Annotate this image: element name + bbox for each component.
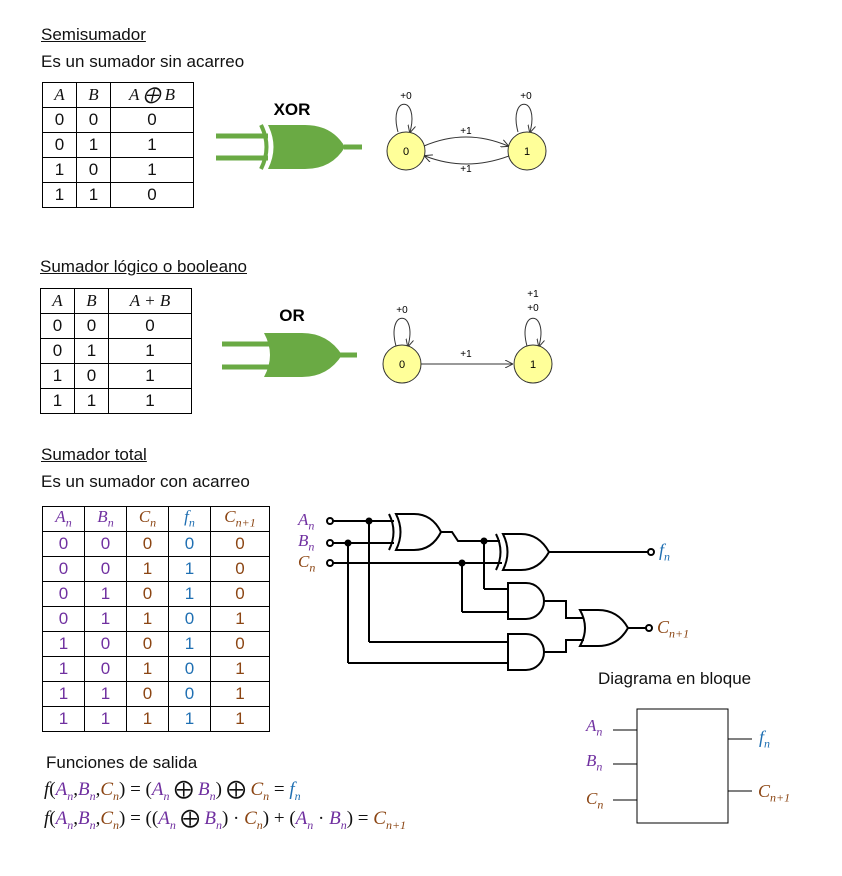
sum-function-formula: f(An,Bn,Cn) = (An ⨁ Bn) ⨁ Cn = fn	[44, 779, 301, 803]
table-cell: 1	[110, 132, 194, 158]
or-gate-label: OR	[279, 306, 305, 325]
functions-title: Funciones de salida	[46, 753, 198, 772]
table-cell: 1	[210, 681, 270, 707]
block-diagram	[613, 708, 752, 824]
table-cell: 1	[168, 581, 211, 607]
xor-gate-icon	[216, 124, 362, 170]
table-cell: 1	[74, 338, 109, 364]
table-header: B	[76, 82, 111, 108]
edge-label: +1	[460, 126, 472, 137]
terminal-a	[326, 517, 334, 525]
table-cell: 0	[84, 556, 127, 582]
state-label: 0	[399, 359, 405, 371]
table-cell: 0	[210, 631, 270, 657]
semisumador-state-diagram: +0 +0 +1 +1 0 1	[386, 91, 547, 175]
table-cell: 1	[210, 706, 270, 732]
table-cell: 1	[168, 631, 211, 657]
table-cell: 1	[84, 606, 127, 632]
block-box	[636, 708, 729, 824]
self-loop-label: +1	[527, 289, 539, 300]
state-label: 1	[530, 359, 536, 371]
state-node-0	[382, 344, 422, 384]
table-cell: 0	[110, 182, 194, 208]
xor-gate-label: XOR	[274, 100, 311, 119]
state-node-1	[507, 131, 547, 171]
full-adder-circuit	[326, 513, 655, 671]
block-diagram-title: Diagrama en bloque	[598, 669, 752, 688]
block-input-c-label: Cn	[586, 789, 604, 812]
edge-label: +1	[460, 164, 472, 175]
terminal-b	[326, 539, 334, 547]
table-cell: 0	[84, 531, 127, 557]
circuit-input-b-label: Bn	[298, 531, 315, 554]
state-node-1	[513, 344, 553, 384]
logico-title: Sumador lógico o booleano	[40, 257, 247, 276]
table-cell: 0	[108, 313, 192, 339]
state-label: 1	[524, 146, 530, 158]
table-cell: 1	[210, 606, 270, 632]
table-cell: 1	[108, 363, 192, 389]
table-cell: 0	[40, 313, 75, 339]
self-loop-label: +0	[400, 91, 412, 102]
table-cell: 1	[108, 388, 192, 414]
circuit-output-f-label: fn	[659, 540, 671, 564]
table-cell: 0	[84, 631, 127, 657]
table-cell: 0	[168, 656, 211, 682]
self-loop-label: +0	[527, 303, 539, 314]
table-cell: 1	[74, 388, 109, 414]
table-cell: 1	[40, 363, 75, 389]
total-subtitle: Es un sumador con acarreo	[41, 472, 250, 491]
table-cell: 1	[84, 581, 127, 607]
table-cell: 1	[110, 157, 194, 183]
table-header: A	[42, 82, 77, 108]
carry-function-formula: f(An,Bn,Cn) = ((An ⨁ Bn) · Cn) + (An · B…	[44, 808, 407, 832]
block-input-b-label: Bn	[586, 751, 603, 774]
table-cell: 0	[42, 107, 77, 133]
table-header: fn	[168, 506, 211, 532]
semisumador-title: Semisumador	[41, 25, 146, 44]
state-label: 0	[403, 146, 409, 158]
or-gate-icon	[222, 333, 357, 377]
semisumador-subtitle: Es un sumador sin acarreo	[41, 52, 245, 71]
table-cell: 1	[76, 182, 111, 208]
self-loop-label: +0	[520, 91, 532, 102]
circuit-output-c-label: Cn+1	[657, 617, 690, 641]
total-title: Sumador total	[41, 445, 147, 464]
table-cell: 0	[74, 363, 109, 389]
block-output-f-label: fn	[759, 727, 771, 751]
table-cell: 0	[76, 107, 111, 133]
circuit-input-a-label: An	[298, 510, 315, 533]
table-cell: 1	[42, 631, 85, 657]
table-cell: 1	[126, 606, 169, 632]
table-cell: 1	[126, 556, 169, 582]
table-cell: 0	[210, 556, 270, 582]
block-input-a-label: An	[586, 716, 603, 739]
table-cell: 1	[42, 706, 85, 732]
table-header: Bn	[84, 506, 127, 532]
terminal-c	[326, 559, 334, 567]
state-node-0	[386, 131, 426, 171]
table-cell: 1	[40, 388, 75, 414]
logico-state-diagram: +0 +1 +0 +1 0 1	[382, 289, 553, 384]
circuit-input-c-label: Cn	[298, 552, 316, 575]
edge-label: +1	[460, 349, 472, 360]
table-cell: 1	[126, 706, 169, 732]
self-loop-label: +0	[396, 305, 408, 316]
table-header: Cn+1	[210, 506, 270, 532]
block-output-c-label: Cn+1	[758, 781, 791, 805]
table-cell: 0	[74, 313, 109, 339]
table-cell: 1	[168, 706, 211, 732]
